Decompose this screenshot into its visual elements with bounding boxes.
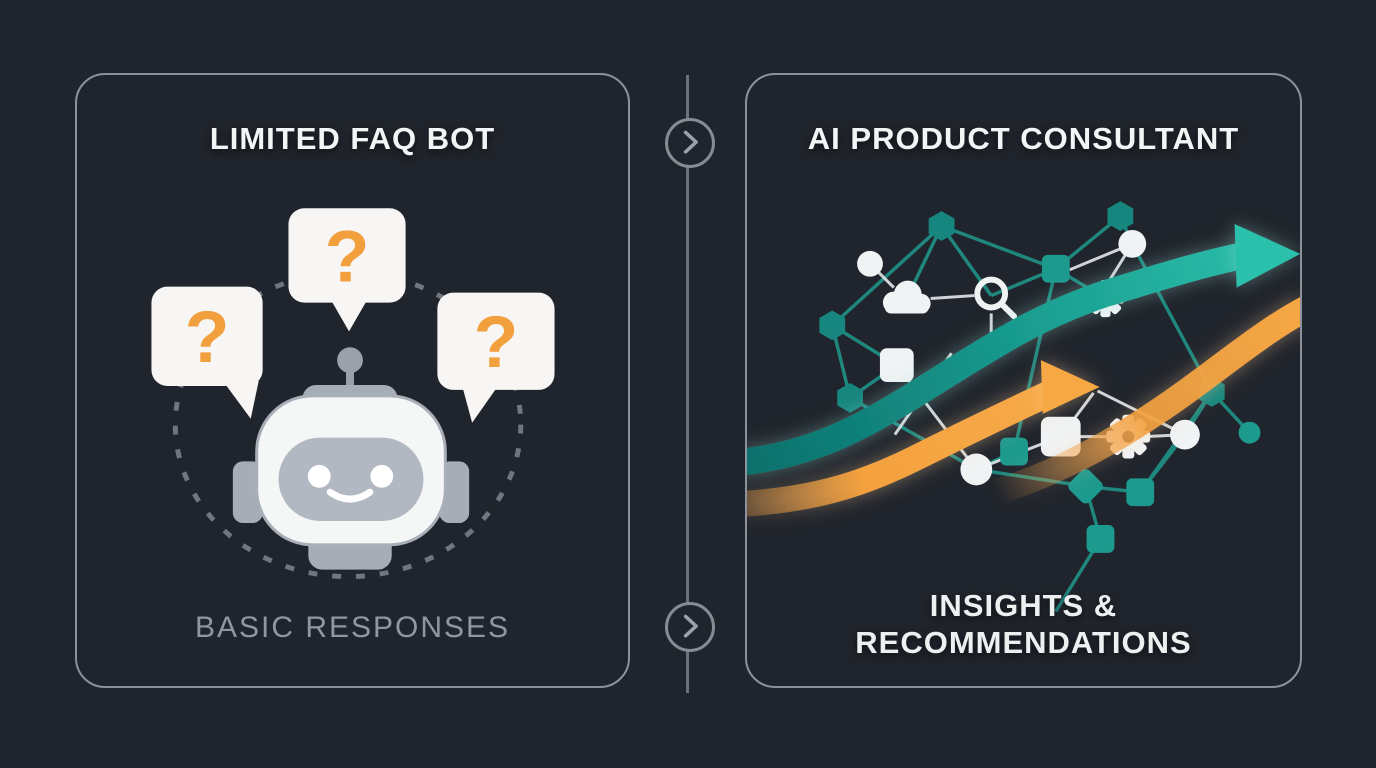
caption-line-1: INSIGHTS &	[929, 588, 1118, 623]
chevron-bottom-badge	[665, 602, 715, 652]
robot-antenna	[346, 363, 354, 403]
faq-bot-panel: LIMITED FAQ BOT ? ? ?	[75, 73, 630, 688]
node-circle	[960, 453, 993, 486]
ai-brain-illustration	[747, 201, 1300, 613]
caption-line-2: RECOMMENDATIONS	[855, 625, 1192, 660]
trend-arrow-teal-head	[1234, 224, 1300, 288]
right-panel-caption: INSIGHTS & RECOMMENDATIONS	[747, 587, 1300, 661]
question-mark: ?	[185, 295, 230, 378]
network-nodes-teal	[819, 201, 1261, 553]
speech-bubble-center-icon: ?	[288, 208, 406, 332]
chevron-right-icon	[683, 130, 698, 154]
robot-icon	[232, 347, 470, 570]
trend-arrows	[747, 224, 1300, 517]
question-mark: ?	[474, 300, 519, 383]
node-circle	[857, 250, 883, 277]
right-panel-title: AI PRODUCT CONSULTANT	[807, 121, 1240, 156]
divider-line	[686, 75, 689, 693]
ai-consultant-panel: AI PRODUCT CONSULTANT	[745, 73, 1302, 688]
trend-arrow-orange-icon	[747, 382, 1054, 517]
faq-bot-illustration: ? ? ?	[151, 208, 555, 580]
trend-arrow-orange-head	[1040, 360, 1100, 414]
cloud-icon	[882, 280, 931, 314]
robot-eye-left	[307, 464, 331, 488]
search-icon	[974, 276, 1018, 320]
robot-eye-right	[370, 464, 394, 488]
left-panel-title: LIMITED FAQ BOT	[209, 121, 496, 156]
chevron-top-badge	[665, 118, 715, 168]
node-circle	[1170, 419, 1200, 450]
robot-face	[278, 437, 424, 521]
node-square	[879, 348, 914, 382]
question-mark: ?	[325, 215, 370, 298]
network-nodes-white	[857, 229, 1200, 486]
node-circle	[1118, 229, 1147, 258]
trend-arrow-orange-upper-icon	[992, 297, 1300, 505]
robot-smile	[326, 488, 374, 503]
speech-bubble-left-icon: ?	[151, 286, 263, 419]
speech-bubble-right-icon: ?	[437, 292, 555, 423]
chevron-right-icon	[683, 614, 698, 638]
node-square	[1040, 416, 1081, 457]
trend-arrow-teal-icon	[747, 242, 1245, 475]
left-panel-caption: BASIC RESPONSES	[194, 611, 511, 644]
robot-antenna-ball	[337, 347, 363, 374]
